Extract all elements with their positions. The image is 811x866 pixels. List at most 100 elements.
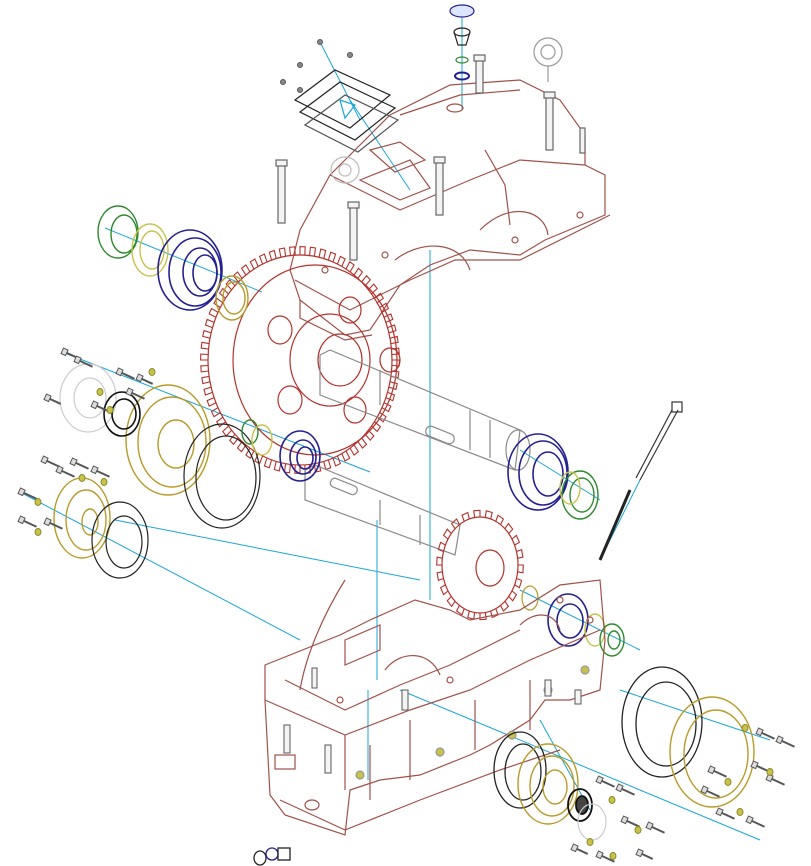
bolt [765,773,785,786]
washer [736,808,744,816]
washer [148,368,156,376]
bolt-head [620,815,629,825]
bolt-head [17,515,26,525]
upper-left-bearing [157,229,223,311]
inspection-port [358,159,431,201]
bolt-shaft [721,811,735,820]
bolt [700,785,720,798]
pinion-left-seal [241,419,259,445]
bolt [43,393,62,405]
output-seal-cover [517,743,579,825]
lower-housing-studs [283,667,582,774]
pinion-left-bearing [279,430,321,482]
bolt-head [55,465,64,475]
bolt-shaft [23,519,37,528]
bolt-head [90,465,99,475]
bolt-shaft [601,854,615,863]
bolt [707,765,727,778]
gear-teeth-small-path [436,509,524,621]
upper-left-oil-seal [97,205,139,259]
bolt-head [595,775,604,785]
bolt-head [615,783,624,793]
bolt [755,727,775,740]
bolt-shaft [96,469,110,478]
housing-bolts-top [275,54,586,261]
bolt-head [43,393,52,403]
bolt-shaft [621,787,635,796]
washer [609,852,617,860]
pinion-left-spacer [251,424,273,456]
bolt [73,355,93,368]
bolt-head [755,727,764,737]
washer [34,528,42,536]
bolt [90,465,110,478]
bolt-shaft [131,391,145,400]
bolt-head [707,765,716,775]
guide-line-lower-left [19,491,301,641]
input-gasket-ghost [59,363,117,433]
assembly-guide-lines [19,18,771,841]
input-gasket [183,423,261,529]
guide-line-inspection-cover [349,99,411,191]
bolt-head [115,367,124,377]
guide-line-upper-left-shaft [104,227,263,293]
output-cover [669,696,755,808]
bolt-shaft [771,777,785,786]
washer [34,498,42,506]
bolt-shaft [61,469,75,478]
bolt-shaft [706,789,720,798]
bolt-shaft [781,739,795,748]
bolt-head [645,821,654,831]
bolt-shaft [751,819,765,828]
bolt [595,775,615,788]
guide-line-right-bearing [519,449,601,501]
bolt-head [125,387,134,397]
bolt [620,815,640,828]
upper-left-shaft-ring [215,275,249,321]
bolt [115,367,135,380]
bolt [745,815,765,828]
washer [106,406,114,414]
pinion-gear-teeth [436,509,524,621]
washer [586,838,594,846]
bolt [635,848,654,860]
bolt-shaft [641,852,654,860]
washer [96,388,104,396]
breather-plug [449,4,475,81]
bolt-head [43,517,52,527]
bolt-shaft [79,359,93,368]
bolt-shaft [713,769,727,778]
bolt [615,783,635,796]
bolt-head [635,848,644,858]
bolt-head [595,850,604,860]
housing-edge-arc [299,579,346,691]
lower-left-cover [53,477,111,559]
output-shaft [319,349,531,471]
bolt [645,821,665,834]
upper-right-spacer [559,471,581,505]
cover-screws [280,39,353,93]
upper-left-spacer-ring [131,223,169,277]
bolt-head [570,843,579,853]
upper-right-bearing [507,433,569,511]
lifting-eye-front [330,156,360,184]
bolt [43,517,63,530]
bolt [715,807,735,820]
input-lip-seal [103,391,141,437]
bolt-head [745,815,754,825]
bolt-shaft [761,731,775,740]
guide-line-left-gasket [114,519,421,581]
bolt-shaft [49,397,62,405]
bolt [69,457,89,470]
washer [634,826,642,834]
guide-line-right-cover [399,689,761,841]
upper-right-oil-seal [561,470,599,520]
input-bearing-cover [125,384,211,496]
inspection-cover [293,69,400,153]
bolt-head [90,400,99,410]
bolt [40,455,60,468]
large-gear [200,246,401,474]
output-seal-gasket [493,731,547,809]
pinion-shaft [304,464,461,556]
